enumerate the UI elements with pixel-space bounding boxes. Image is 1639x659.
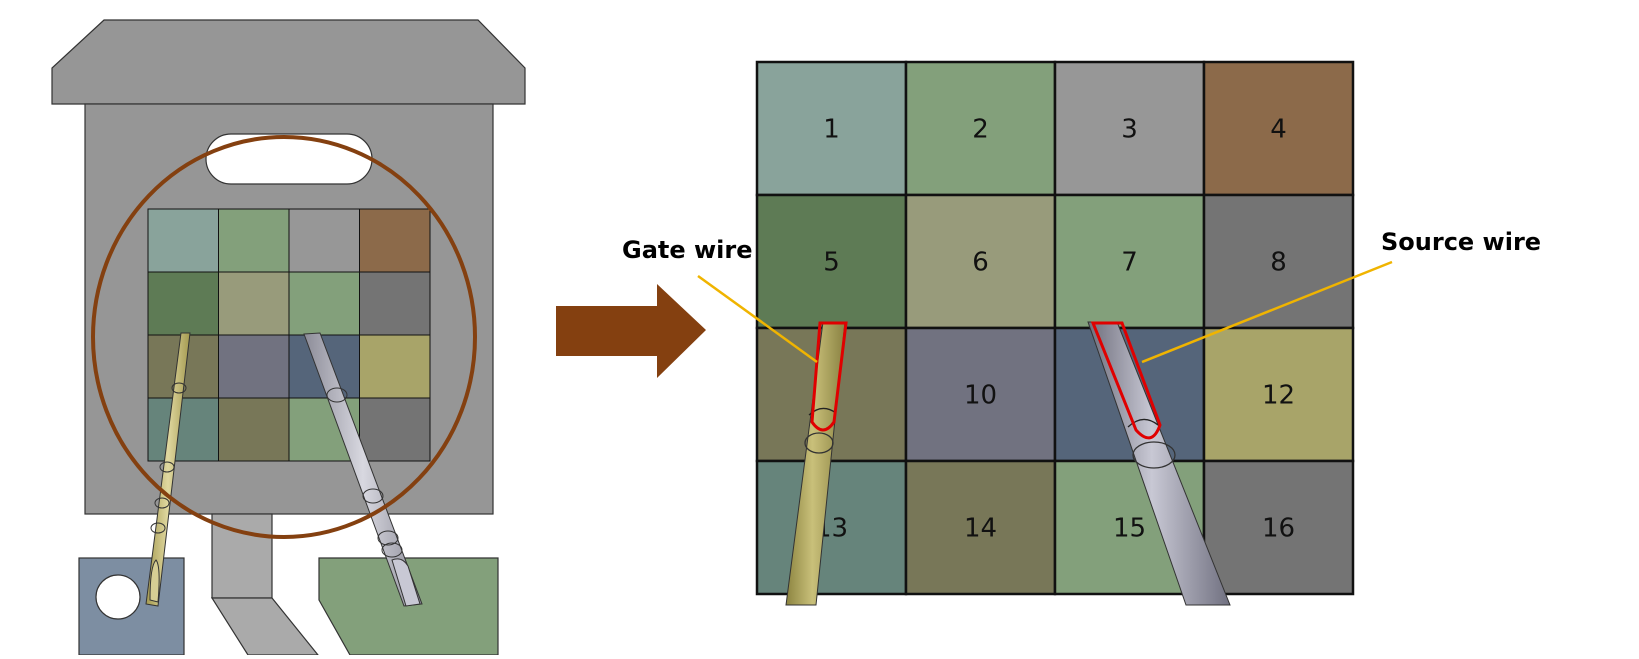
small-cell-2 bbox=[218, 208, 290, 273]
package-view bbox=[51, 19, 526, 656]
cell-label-8: 8 bbox=[1270, 248, 1287, 278]
small-cell-16 bbox=[359, 397, 431, 462]
cell-label-1: 1 bbox=[823, 115, 840, 145]
gate-wire-label: Gate wire bbox=[622, 236, 753, 264]
small-cell-13 bbox=[147, 397, 219, 462]
highlight-ring bbox=[91, 135, 477, 539]
cell-label-2: 2 bbox=[972, 115, 989, 145]
cell-label-14: 14 bbox=[964, 514, 997, 544]
mounting-slot bbox=[205, 133, 373, 185]
small-cell-1 bbox=[147, 208, 219, 273]
small-cell-12 bbox=[359, 334, 431, 399]
cell-label-15: 15 bbox=[1113, 514, 1146, 544]
small-cell-5 bbox=[147, 271, 219, 336]
cell-label-4: 4 bbox=[1270, 115, 1287, 145]
gate-wire-small bbox=[145, 332, 191, 607]
big-cell-4 bbox=[1202, 60, 1355, 197]
source-wire-label: Source wire bbox=[1381, 228, 1541, 256]
zoom-arrow bbox=[556, 284, 706, 378]
gate-leader-line bbox=[697, 274, 818, 364]
gate-pad-hole bbox=[95, 574, 141, 620]
cell-label-12: 12 bbox=[1262, 381, 1295, 411]
cell-label-6: 6 bbox=[972, 248, 989, 278]
source-wire-small bbox=[303, 332, 423, 607]
small-cell-10 bbox=[218, 334, 290, 399]
magnified-view: 12345678910111213141516 Gate wire Source… bbox=[622, 60, 1541, 606]
small-cell-6 bbox=[218, 271, 290, 336]
big-cell-3 bbox=[1053, 60, 1206, 197]
small-cell-14 bbox=[218, 397, 290, 462]
source-bond-highlight bbox=[1090, 321, 1162, 440]
big-cell-6 bbox=[904, 193, 1057, 330]
big-cell-7 bbox=[1053, 193, 1206, 330]
big-cell-16 bbox=[1202, 459, 1355, 596]
big-cell-14 bbox=[904, 459, 1057, 596]
big-cell-5 bbox=[755, 193, 908, 330]
small-cell-4 bbox=[359, 208, 431, 273]
cell-label-16: 16 bbox=[1262, 514, 1295, 544]
big-cell-12 bbox=[1202, 326, 1355, 463]
center-lead-bend bbox=[210, 597, 320, 656]
small-cell-3 bbox=[288, 208, 360, 273]
cell-label-7: 7 bbox=[1121, 248, 1138, 278]
big-cell-1 bbox=[755, 60, 908, 197]
small-cell-grid bbox=[147, 208, 431, 462]
small-cell-8 bbox=[359, 271, 431, 336]
package-cap bbox=[51, 19, 526, 105]
source-leader-line bbox=[1141, 260, 1393, 364]
big-cell-2 bbox=[904, 60, 1057, 197]
cell-label-5: 5 bbox=[823, 248, 840, 278]
small-cell-7 bbox=[288, 271, 360, 336]
cell-label-10: 10 bbox=[964, 381, 997, 411]
cell-label-3: 3 bbox=[1121, 115, 1138, 145]
gate-bond-highlight bbox=[810, 321, 848, 432]
